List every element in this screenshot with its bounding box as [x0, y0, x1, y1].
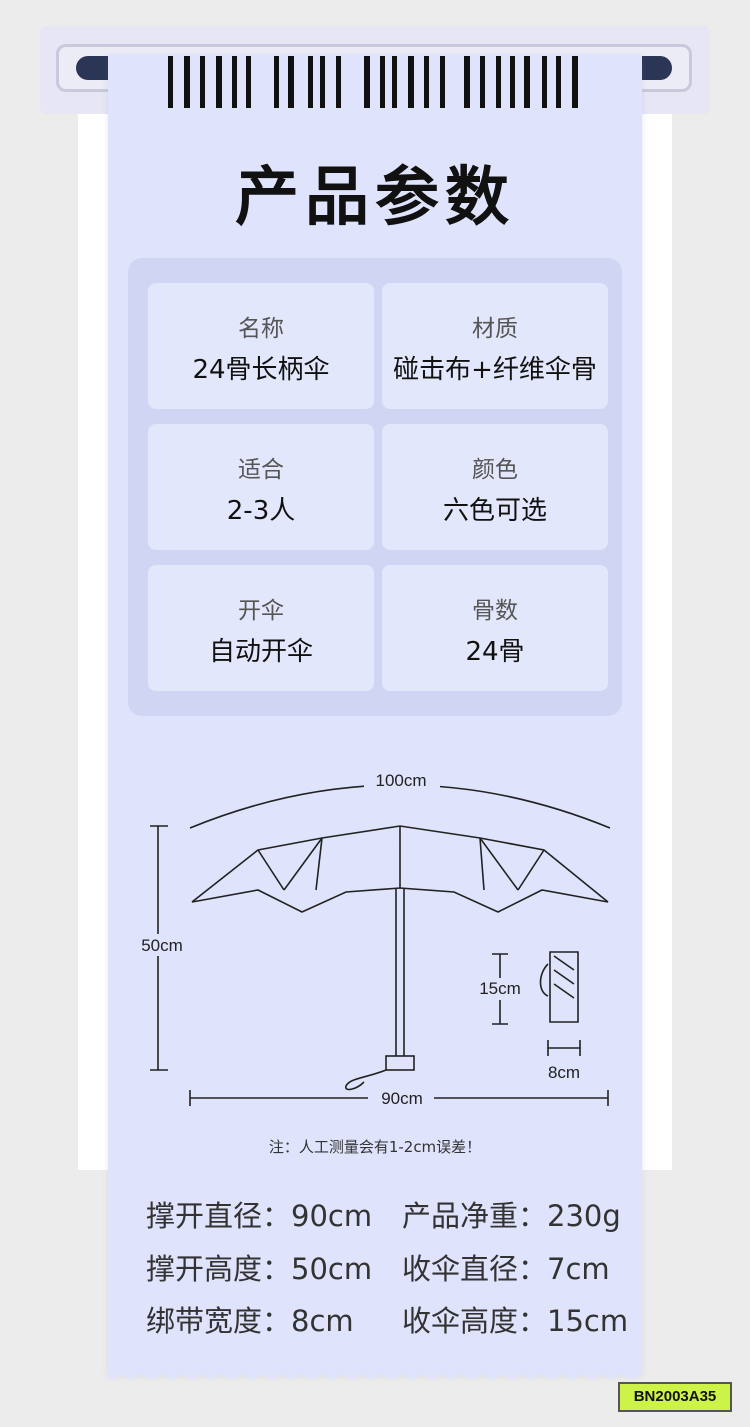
spec-label: 名称	[238, 316, 284, 342]
sku-badge: BN2003A35	[618, 1382, 732, 1412]
stat-label: 撑开直径：	[146, 1199, 292, 1233]
stat-value: 8cm	[291, 1304, 354, 1338]
stat-label: 收伞直径：	[402, 1252, 548, 1286]
stat-label: 绑带宽度：	[146, 1304, 292, 1338]
spec-label: 开伞	[238, 598, 284, 624]
spec-label: 适合	[238, 457, 284, 483]
folded-length-label: 15cm	[479, 979, 521, 998]
umbrella-dimension-diagram: 100cm 50cm 90cm 15cm 8cm	[134, 768, 611, 1108]
umbrella-canopy-rim	[191, 887, 609, 913]
folded-umbrella-body	[549, 951, 579, 1023]
stat-value: 50cm	[291, 1252, 373, 1286]
spec-card-name: 名称 24骨长柄伞	[148, 283, 374, 409]
spec-card-material: 材质 碰击布+纤维伞骨	[382, 283, 608, 409]
spec-value: 2-3人	[226, 496, 296, 526]
spec-value: 自动开伞	[208, 637, 313, 667]
stat-label: 撑开高度：	[146, 1252, 292, 1286]
stat-folded-diameter: 收伞直径：7cm	[402, 1246, 610, 1288]
spec-card-capacity: 适合 2-3人	[148, 424, 374, 550]
folded-width-dimension	[547, 1040, 581, 1056]
measurement-note: 注：人工测量会有1-2cm误差！	[268, 1138, 482, 1156]
umbrella-handle	[385, 1055, 415, 1071]
stat-value: 90cm	[291, 1199, 373, 1233]
spec-card-opening: 开伞 自动开伞	[148, 565, 374, 691]
stat-strap-width: 绑带宽度：8cm	[146, 1298, 354, 1340]
spec-value: 六色可选	[442, 496, 547, 526]
span-dimension-line	[189, 1090, 609, 1106]
stat-label: 收伞高度：	[402, 1304, 548, 1338]
stat-open-height: 撑开高度：50cm	[146, 1246, 372, 1288]
spec-card-color: 颜色 六色可选	[382, 424, 608, 550]
spec-label: 骨数	[472, 598, 518, 624]
umbrella-strap	[345, 1069, 387, 1091]
ticket-zigzag-edge	[108, 1366, 642, 1380]
folded-width-label: 8cm	[548, 1063, 580, 1082]
spec-value: 24骨长柄伞	[192, 355, 330, 385]
spec-label: 颜色	[472, 457, 518, 483]
stat-folded-height: 收伞高度：15cm	[402, 1298, 628, 1340]
spec-card-ribs: 骨数 24骨	[382, 565, 608, 691]
open-height-label: 50cm	[141, 936, 183, 955]
stat-net-weight: 产品净重：230g	[402, 1193, 621, 1235]
stat-value: 7cm	[547, 1252, 610, 1286]
page-title: 产品参数	[235, 161, 515, 235]
spec-value: 24骨	[465, 637, 525, 667]
stat-value: 15cm	[547, 1304, 629, 1338]
open-span-label: 90cm	[381, 1089, 423, 1108]
umbrella-shaft	[395, 888, 405, 1056]
spec-value: 碰击布+纤维伞骨	[393, 355, 597, 385]
spec-label: 材质	[472, 316, 518, 342]
folded-strap	[539, 963, 549, 997]
barcode-graphic	[168, 56, 578, 108]
canopy-width-label: 100cm	[375, 771, 426, 790]
stat-value: 230g	[547, 1199, 621, 1233]
stat-open-diameter: 撑开直径：90cm	[146, 1193, 372, 1235]
stat-label: 产品净重：	[402, 1199, 548, 1233]
